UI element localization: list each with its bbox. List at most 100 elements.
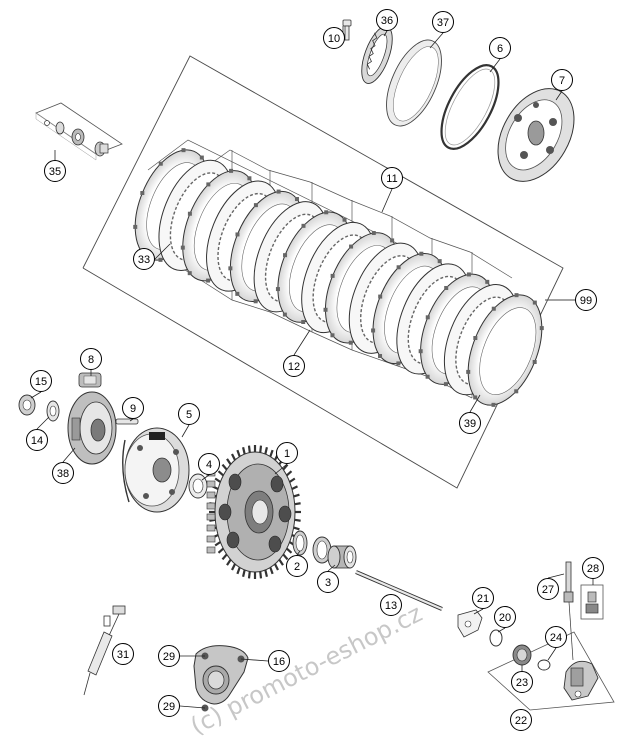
callout-circle [112, 643, 134, 665]
gear-teeth [209, 445, 301, 579]
wire-ring-6 [440, 64, 500, 150]
callout-number: 27 [542, 584, 554, 596]
washer-37 [386, 39, 442, 127]
callout-20: 20 [494, 606, 516, 628]
callout-number: 21 [477, 593, 489, 605]
callout-number: 13 [385, 600, 397, 612]
callout-number: 8 [88, 354, 94, 366]
clutch-bolt-10 [342, 19, 352, 41]
callout-circle [472, 587, 494, 609]
bearing-kit-35 [35, 102, 123, 162]
bushing-3 [327, 545, 357, 569]
callout-number: 7 [559, 75, 565, 87]
callout-5: 5 [178, 403, 200, 425]
callout-circle [575, 289, 597, 311]
o-ring-20 [489, 629, 503, 647]
damper-8 [78, 372, 102, 388]
callout-2: 2 [286, 555, 308, 577]
repair-kit-28 [580, 584, 604, 620]
gasket-21 [457, 609, 483, 638]
callout-circle [30, 370, 52, 392]
callout-circle [381, 167, 403, 189]
callout-10: 10 [323, 27, 345, 49]
callout-circle [52, 462, 74, 484]
callout-number: 38 [57, 468, 69, 480]
callout-circle [80, 348, 102, 370]
callout-number: 16 [273, 656, 285, 668]
callout-circle [582, 557, 604, 579]
callout-number: 35 [49, 166, 61, 178]
callout-circle [494, 606, 516, 628]
callout-number: 20 [499, 612, 511, 624]
callout-number: 99 [580, 295, 592, 307]
callout-circle [276, 442, 298, 464]
callout-circle [545, 626, 567, 648]
clutch-pack-frame [82, 55, 575, 489]
callout-circle [286, 555, 308, 577]
callout-number: 39 [464, 418, 476, 430]
callout-1: 1 [276, 442, 298, 464]
callout-14: 14 [26, 429, 48, 451]
grease-31 [83, 605, 126, 696]
clutch-plate [466, 293, 544, 407]
callout-number: 23 [516, 677, 528, 689]
callout-8: 8 [80, 348, 102, 370]
washer-4 [188, 473, 208, 499]
callout-12: 12 [283, 355, 305, 377]
callout-circle [44, 160, 66, 182]
callout-number: 37 [437, 17, 449, 29]
washer-14 [46, 400, 60, 422]
callout-4: 4 [198, 453, 220, 475]
callout-circle [489, 37, 511, 59]
callout-15: 15 [30, 370, 52, 392]
callout-9: 9 [122, 397, 144, 419]
callout-36: 36 [376, 9, 398, 31]
callout-number: 33 [138, 254, 150, 266]
callout-28: 28 [582, 557, 604, 579]
callout-circle [459, 412, 481, 434]
callout-22: 22 [510, 709, 532, 731]
pressure-plate-7 [497, 88, 575, 182]
callout-37: 37 [432, 11, 454, 33]
callout-39: 39 [459, 412, 481, 434]
callout-number: 15 [35, 376, 47, 388]
callout-number: 1 [284, 448, 290, 460]
callout-21: 21 [472, 587, 494, 609]
callout-circle [510, 709, 532, 731]
callout-number: 29 [163, 651, 175, 663]
callout-circle [537, 578, 559, 600]
callout-circle [26, 429, 48, 451]
callout-circle [511, 671, 533, 693]
callout-29: 29 [158, 695, 180, 717]
callout-number: 31 [117, 649, 129, 661]
callout-circle [122, 397, 144, 419]
callout-circle [432, 11, 454, 33]
callout-11: 11 [381, 167, 403, 189]
callout-number: 14 [31, 435, 43, 447]
callout-23: 23 [511, 671, 533, 693]
callout-circle [198, 453, 220, 475]
callout-13: 13 [380, 594, 402, 616]
callout-circle [178, 403, 200, 425]
callout-number: 2 [294, 561, 300, 573]
callout-7: 7 [551, 69, 573, 91]
inner-hub-38 [67, 391, 117, 465]
callout-circle [133, 248, 155, 270]
callout-number: 3 [325, 577, 331, 589]
callout-circle [158, 645, 180, 667]
callout-38: 38 [52, 462, 74, 484]
callout-33: 33 [133, 248, 155, 270]
callout-circle [323, 27, 345, 49]
callout-31: 31 [112, 643, 134, 665]
nut-15 [18, 394, 36, 416]
callout-3: 3 [317, 571, 339, 593]
callout-circle [376, 9, 398, 31]
callout-number: 6 [497, 43, 503, 55]
callout-6: 6 [489, 37, 511, 59]
callout-number: 29 [163, 701, 175, 713]
callout-number: 10 [328, 33, 340, 45]
callout-circle [268, 650, 290, 672]
